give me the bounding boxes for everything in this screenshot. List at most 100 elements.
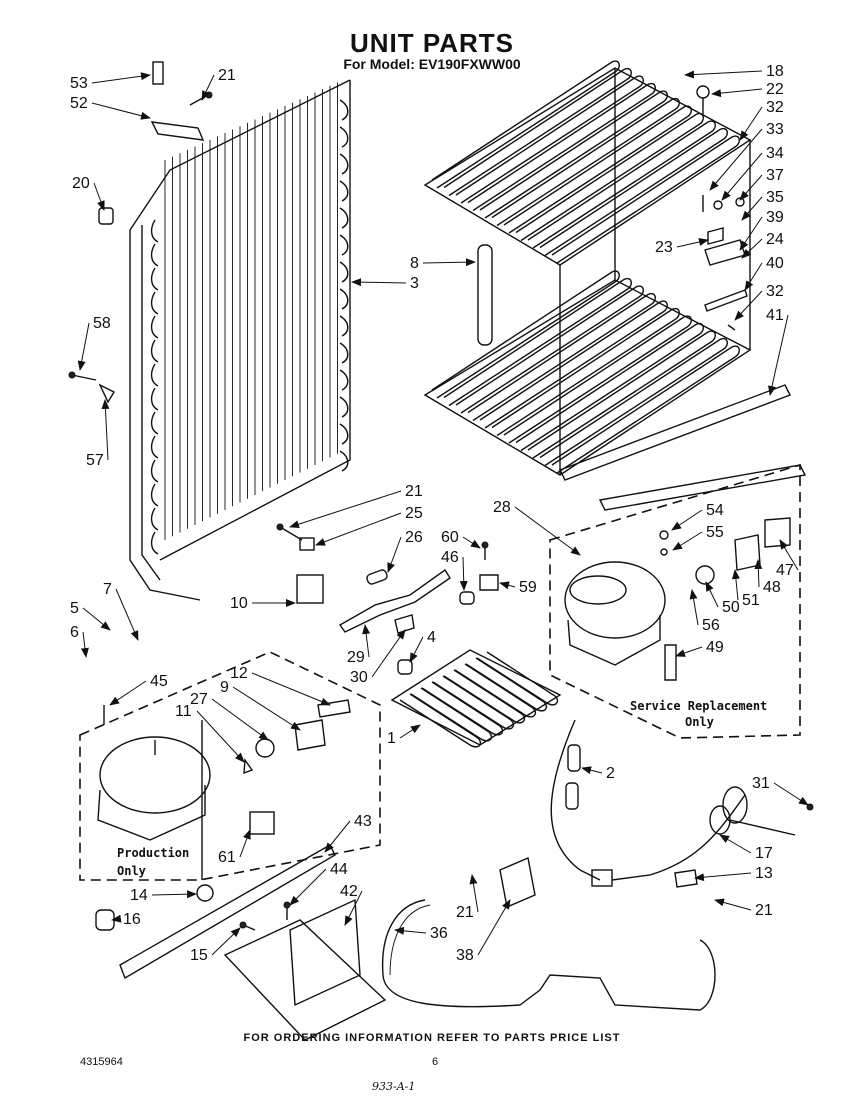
leader-line-27 xyxy=(211,698,269,741)
callout-56: 56 xyxy=(702,617,720,634)
base-bracket-42 xyxy=(223,898,387,1041)
leader-line-4 xyxy=(409,636,424,663)
leader-line-43 xyxy=(324,820,351,853)
leader-line-60 xyxy=(462,536,481,549)
leader-line-37 xyxy=(739,174,763,201)
power-cord-17 xyxy=(550,719,814,887)
callout-16: 16 xyxy=(123,911,141,928)
callout-1: 1 xyxy=(387,730,396,747)
callout-35: 35 xyxy=(766,189,784,206)
production-note-line1: Production xyxy=(117,846,189,860)
shelf-rail xyxy=(559,384,807,511)
callout-10: 10 xyxy=(230,595,248,612)
evaporator-shelf-lower xyxy=(423,68,752,476)
callout-57: 57 xyxy=(86,452,104,469)
leader-line-3 xyxy=(351,278,407,287)
suction-line-36 xyxy=(381,899,716,1011)
screw-15 xyxy=(239,921,256,931)
leader-line-41 xyxy=(768,314,789,396)
evaporator-shelf-upper xyxy=(423,60,752,266)
callout-46: 46 xyxy=(441,549,459,566)
callout-50: 50 xyxy=(722,599,740,616)
leader-line-26 xyxy=(387,536,402,573)
leader-line-21d xyxy=(469,874,479,913)
callout-15: 15 xyxy=(190,947,208,964)
bracket-59 xyxy=(479,574,499,591)
callout-39: 39 xyxy=(766,209,784,226)
leader-line-51 xyxy=(731,569,740,601)
leader-line-36 xyxy=(394,926,427,935)
leader-line-42 xyxy=(344,890,363,926)
leader-line-1 xyxy=(399,724,421,739)
callout-13: 13 xyxy=(755,865,773,882)
callout-14: 14 xyxy=(130,887,148,904)
callout-9: 9 xyxy=(220,679,229,696)
callout-11: 11 xyxy=(175,703,192,720)
callout-17: 17 xyxy=(755,845,773,862)
start-relay-kit xyxy=(103,699,351,835)
leader-line-46 xyxy=(459,556,468,591)
callout-55: 55 xyxy=(706,524,724,541)
page-title: UNIT PARTS xyxy=(349,28,515,58)
leader-line-2 xyxy=(581,766,603,775)
leader-line-45 xyxy=(109,680,147,706)
screw-60 xyxy=(481,541,489,560)
screw-44 xyxy=(283,901,291,920)
callout-24: 24 xyxy=(766,231,784,248)
callout-47: 47 xyxy=(776,562,794,579)
leader-line-40 xyxy=(744,262,763,291)
leader-line-55 xyxy=(672,531,703,551)
handwritten-note: 933-A-1 xyxy=(372,1080,416,1093)
leader-line-32a xyxy=(739,106,763,141)
callout-21a: 21 xyxy=(218,67,236,84)
clip-57 xyxy=(98,383,115,404)
callout-28: 28 xyxy=(493,499,511,516)
callout-60: 60 xyxy=(441,529,459,546)
leader-line-22 xyxy=(711,88,763,98)
leader-line-8 xyxy=(422,258,476,267)
callout-53: 53 xyxy=(70,75,88,92)
leader-line-61 xyxy=(239,829,251,858)
drier-30 xyxy=(394,614,415,634)
production-note-line2: Only xyxy=(117,864,146,878)
document-number: 4315964 xyxy=(80,1056,123,1068)
leader-line-32b xyxy=(734,290,763,321)
grommet-14 xyxy=(196,884,214,902)
callout-30: 30 xyxy=(350,669,368,686)
tube-4 xyxy=(397,659,413,675)
compressor-service xyxy=(564,561,666,666)
ordering-note: FOR ORDERING INFORMATION REFER TO PARTS … xyxy=(243,1032,621,1044)
leader-line-48 xyxy=(754,559,763,588)
callout-26: 26 xyxy=(405,529,423,546)
leader-line-14 xyxy=(151,890,197,899)
callout-41: 41 xyxy=(766,307,784,324)
leader-line-49 xyxy=(675,646,703,657)
leader-line-11 xyxy=(196,710,245,763)
callout-21d: 21 xyxy=(456,904,474,921)
leader-line-58 xyxy=(77,322,90,371)
screw-21-top xyxy=(189,91,213,106)
leader-line-44 xyxy=(289,868,327,906)
leader-line-15 xyxy=(211,927,241,956)
leader-line-57 xyxy=(101,399,110,461)
callout-21b: 21 xyxy=(405,483,423,500)
bracket-52 xyxy=(150,121,205,141)
callout-29: 29 xyxy=(347,649,365,666)
leader-line-21a xyxy=(201,74,215,101)
leader-line-18 xyxy=(684,70,763,79)
leader-line-53 xyxy=(91,72,151,84)
clip-25 xyxy=(299,537,315,551)
callout-25: 25 xyxy=(405,505,423,522)
service-note-line1: Service Replacement xyxy=(630,699,767,713)
callout-2: 2 xyxy=(606,765,615,782)
tube-26 xyxy=(366,569,388,585)
leader-line-9 xyxy=(232,686,301,731)
leader-line-20 xyxy=(93,182,105,211)
callout-6: 6 xyxy=(70,624,79,641)
callout-43: 43 xyxy=(354,813,372,830)
leader-line-38 xyxy=(477,899,511,956)
capacitor-10 xyxy=(296,574,324,604)
leader-line-23 xyxy=(676,238,709,248)
leader-line-39 xyxy=(739,216,763,251)
